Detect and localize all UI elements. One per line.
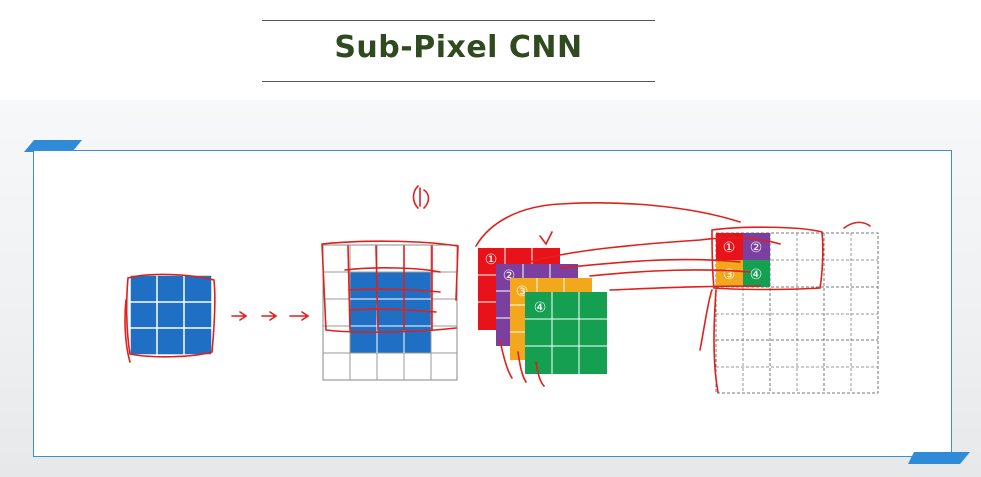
title-block: Sub-Pixel CNN [262,20,655,82]
handwritten-annotations [124,185,871,393]
corner-tab-bottom-right [908,452,970,464]
title-bottom-rule [262,81,655,82]
output-grid: ① ② ③ ④ [715,232,879,394]
title-top-rule [262,20,655,21]
page-title: Sub-Pixel CNN [334,30,583,65]
feature-map-1-label: ① [485,252,498,268]
padded-input-grid [322,244,458,381]
feature-map-4-label: ④ [534,300,547,316]
output-cell-4: ④ [750,267,763,283]
output-cell-1: ① [723,240,736,256]
feature-map-4: ④ [525,292,607,374]
input-feature-map [129,274,213,356]
corner-tab-top-left [24,140,82,152]
output-cell-2: ② [750,240,763,256]
output-cell-3: ③ [723,267,736,283]
